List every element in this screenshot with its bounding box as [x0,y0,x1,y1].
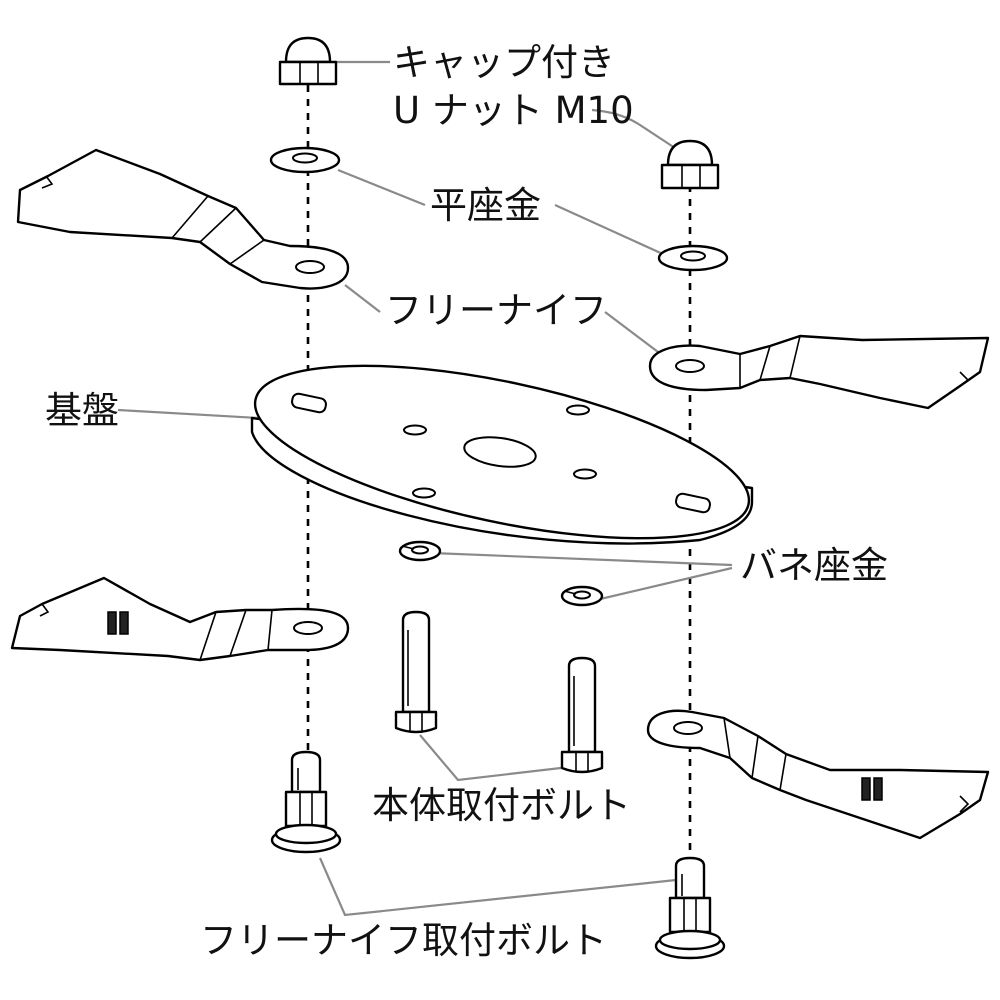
free-knife-lower-left [10,576,350,662]
free-knife-upper-left [16,148,350,290]
label-body-mount-bolt: 本体取付ボルト [372,784,631,827]
base-plate-slot-left [291,392,327,414]
body-mount-bolt-right [560,656,604,774]
assembly-axes [306,85,692,935]
free-knife-lower-right [646,709,990,840]
knife-marking [107,611,117,635]
leader-flat-washer-right [554,203,666,257]
spring-washer-right [560,585,604,607]
base-plate-center-hole [463,436,537,468]
knife-marking-right [861,777,871,801]
part-labels: キャップ付き U ナット M10 平座金 フリーナイフ 基盤 バネ座金 本体取付… [45,41,888,962]
leader-flat-washer-left [337,168,426,207]
leader-knife-bolt [318,857,677,917]
free-knife-mount-bolt-left [270,750,342,854]
leader-free-knife-left [344,284,381,313]
body-mount-bolt-left [394,610,438,734]
flat-washer-left [269,146,341,174]
leader-body-bolt [419,734,579,782]
leader-lines [117,60,733,917]
leader-spring-washer-b [595,566,733,602]
leader-spring-washer-a [431,551,733,567]
base-plate-slot-right [675,492,711,514]
free-knife-mount-bolt-right [654,856,726,960]
cap-nut-right [660,139,720,190]
leader-free-knife-right [604,311,663,356]
leader-cap-nut-right [591,108,676,149]
spring-washer-left [398,540,442,562]
label-free-knife: フリーナイフ [385,289,607,332]
label-spring-washer: バネ座金 [740,544,888,587]
label-free-knife-mount-bolt: フリーナイフ取付ボルト [200,919,607,962]
free-knife-upper-right [648,334,990,410]
cap-nut-left [278,36,338,86]
label-flat-washer: 平座金 [430,184,541,227]
label-cap-nut-line1: キャップ付き [393,41,615,84]
leader-base-plate [117,408,259,420]
label-cap-nut-line2: U ナット M10 [393,89,634,132]
flat-washer-right [657,244,729,272]
label-base-plate: 基盤 [45,389,119,432]
base-plate [250,364,754,545]
